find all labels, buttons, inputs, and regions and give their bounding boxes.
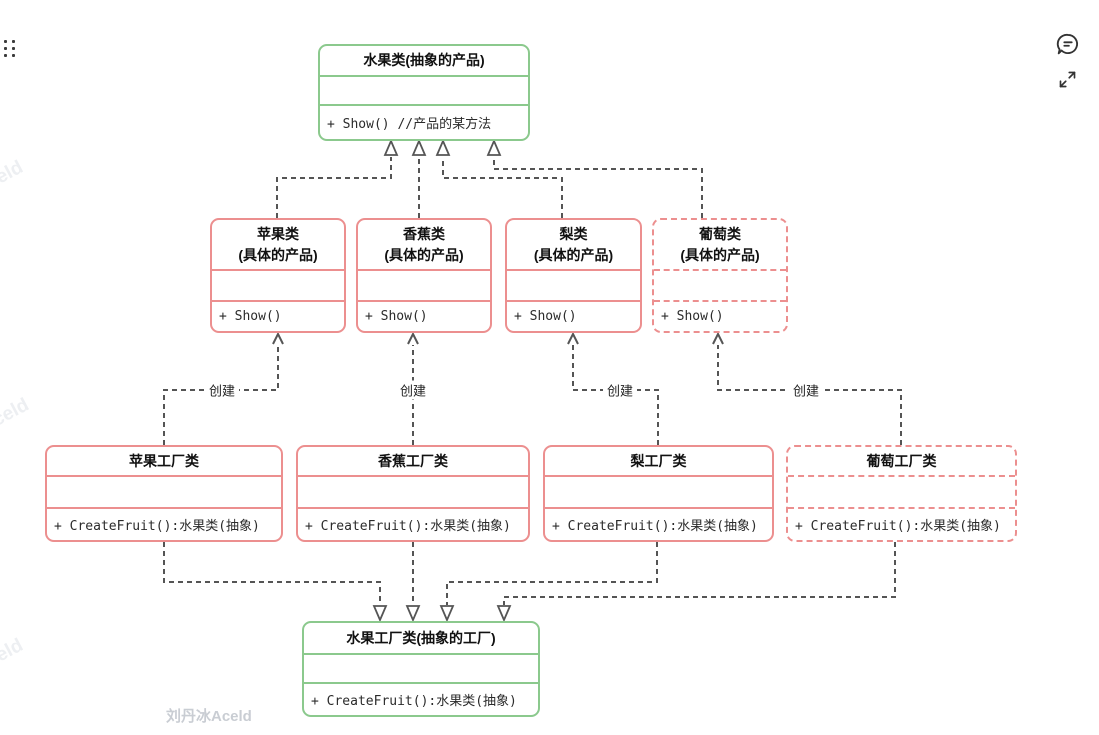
class-method-text: + Show() <box>514 309 577 324</box>
class-method-text: + Show() <box>365 309 428 324</box>
author-watermark: 刘丹冰Aceld <box>166 708 252 725</box>
edge-label-create: 创建 <box>395 380 431 400</box>
class-attributes-empty <box>47 477 281 509</box>
edge-grapefactory-realizes-fruitfactory <box>503 542 896 605</box>
realization-triangle-icon <box>372 605 388 623</box>
inheritance-triangle-icon <box>411 138 427 156</box>
class-attributes-empty <box>358 271 490 302</box>
class-pear-factory[interactable]: 梨工厂类 + CreateFruit():水果类(抽象) <box>543 445 774 542</box>
class-title-text: 苹果工厂类 <box>129 452 199 469</box>
class-title: 香蕉类 (具体的产品) <box>358 220 490 271</box>
realization-triangle-icon <box>439 605 455 623</box>
class-subtitle-text: (具体的产品) <box>384 246 464 263</box>
class-method: + Show() //产品的某方法 <box>320 106 528 139</box>
expand-icon[interactable] <box>1057 69 1078 95</box>
class-subtitle-text: (具体的产品) <box>680 246 760 263</box>
class-method: + Show() <box>654 302 786 331</box>
class-title-text: 水果工厂类(抽象的工厂) <box>346 629 496 646</box>
edge-applefactory-realizes-fruitfactory <box>163 542 381 605</box>
edge-pearfactory-creates-pear <box>572 345 659 445</box>
class-title: 梨类 (具体的产品) <box>507 220 640 271</box>
open-arrowhead-icon <box>407 331 419 345</box>
class-apple[interactable]: 苹果类 (具体的产品) + Show() <box>210 218 346 333</box>
class-banana[interactable]: 香蕉类 (具体的产品) + Show() <box>356 218 492 333</box>
drag-handle-icon[interactable] <box>4 40 15 57</box>
edge-label-create: 创建 <box>788 380 824 400</box>
inheritance-triangle-icon <box>486 138 502 156</box>
class-method-text: + Show() <box>661 309 724 324</box>
class-title-text: 香蕉工厂类 <box>378 452 448 469</box>
inheritance-triangle-icon <box>435 138 451 156</box>
edge-label-create: 创建 <box>204 380 240 400</box>
class-title-text: 香蕉类 <box>403 226 445 243</box>
class-title-text: 葡萄工厂类 <box>866 452 937 469</box>
class-grape-factory[interactable]: 葡萄工厂类 + CreateFruit():水果类(抽象) <box>786 445 1017 542</box>
class-grape[interactable]: 葡萄类 (具体的产品) + Show() <box>652 218 788 333</box>
realization-triangle-icon <box>405 605 421 623</box>
class-attributes-empty <box>507 271 640 302</box>
class-attributes-empty <box>788 477 1015 509</box>
class-fruit-factory[interactable]: 水果工厂类(抽象的工厂) + CreateFruit():水果类(抽象) <box>302 621 540 717</box>
class-title-text: 梨工厂类 <box>630 452 687 469</box>
class-apple-factory[interactable]: 苹果工厂类 + CreateFruit():水果类(抽象) <box>45 445 283 542</box>
class-attributes-empty <box>545 477 772 509</box>
class-title: 水果工厂类(抽象的工厂) <box>304 623 538 655</box>
class-method-text: + CreateFruit():水果类(抽象) <box>54 519 260 534</box>
class-method: + CreateFruit():水果类(抽象) <box>304 684 538 715</box>
open-arrowhead-icon <box>712 331 724 345</box>
class-attributes-empty <box>304 655 538 684</box>
class-method: + CreateFruit():水果类(抽象) <box>545 509 772 540</box>
class-method-text: + CreateFruit():水果类(抽象) <box>311 694 517 709</box>
class-method-text: + CreateFruit():水果类(抽象) <box>795 519 1001 534</box>
class-title-text: 葡萄类 <box>699 226 741 243</box>
edge-pear-inherits-fruit <box>442 157 563 218</box>
realization-triangle-icon <box>496 605 512 623</box>
class-method: + Show() <box>212 302 344 331</box>
class-title: 水果类(抽象的产品) <box>320 46 528 77</box>
comment-icon[interactable] <box>1055 31 1081 62</box>
class-title-text: 梨类 <box>559 226 588 243</box>
class-banana-factory[interactable]: 香蕉工厂类 + CreateFruit():水果类(抽象) <box>296 445 530 542</box>
edge-apple-inherits-fruit <box>276 157 392 218</box>
class-method-text: + CreateFruit():水果类(抽象) <box>552 519 758 534</box>
class-title: 梨工厂类 <box>545 447 772 477</box>
class-title-text: 水果类(抽象的产品) <box>363 52 485 69</box>
class-title: 香蕉工厂类 <box>298 447 528 477</box>
class-title: 苹果工厂类 <box>47 447 281 477</box>
class-method: + Show() <box>358 302 490 331</box>
class-method: + CreateFruit():水果类(抽象) <box>788 509 1015 540</box>
class-title: 苹果类 (具体的产品) <box>212 220 344 271</box>
class-method-text: + Show() <box>219 309 282 324</box>
open-arrowhead-icon <box>567 331 579 345</box>
edge-pearfactory-realizes-fruitfactory <box>446 542 658 605</box>
class-title-text: 苹果类 <box>257 226 299 243</box>
edge-label-create: 创建 <box>602 380 638 400</box>
inheritance-triangle-icon <box>383 138 399 156</box>
class-title: 葡萄工厂类 <box>788 447 1015 477</box>
edge-grape-inherits-fruit <box>493 157 703 218</box>
class-method: + CreateFruit():水果类(抽象) <box>47 509 281 540</box>
class-attributes-empty <box>212 271 344 302</box>
class-attributes-empty <box>654 271 786 302</box>
class-subtitle-text: (具体的产品) <box>533 246 614 263</box>
class-method: + CreateFruit():水果类(抽象) <box>298 509 528 540</box>
class-method: + Show() <box>507 302 640 331</box>
class-title: 葡萄类 (具体的产品) <box>654 220 786 271</box>
class-pear[interactable]: 梨类 (具体的产品) + Show() <box>505 218 642 333</box>
class-fruit[interactable]: 水果类(抽象的产品) + Show() //产品的某方法 <box>318 44 530 141</box>
open-arrowhead-icon <box>272 331 284 345</box>
class-subtitle-text: (具体的产品) <box>238 246 318 263</box>
class-attributes-empty <box>298 477 528 509</box>
class-attributes-empty <box>320 77 528 106</box>
class-method-text: + CreateFruit():水果类(抽象) <box>305 519 511 534</box>
class-method-text: + Show() //产品的某方法 <box>327 117 492 132</box>
